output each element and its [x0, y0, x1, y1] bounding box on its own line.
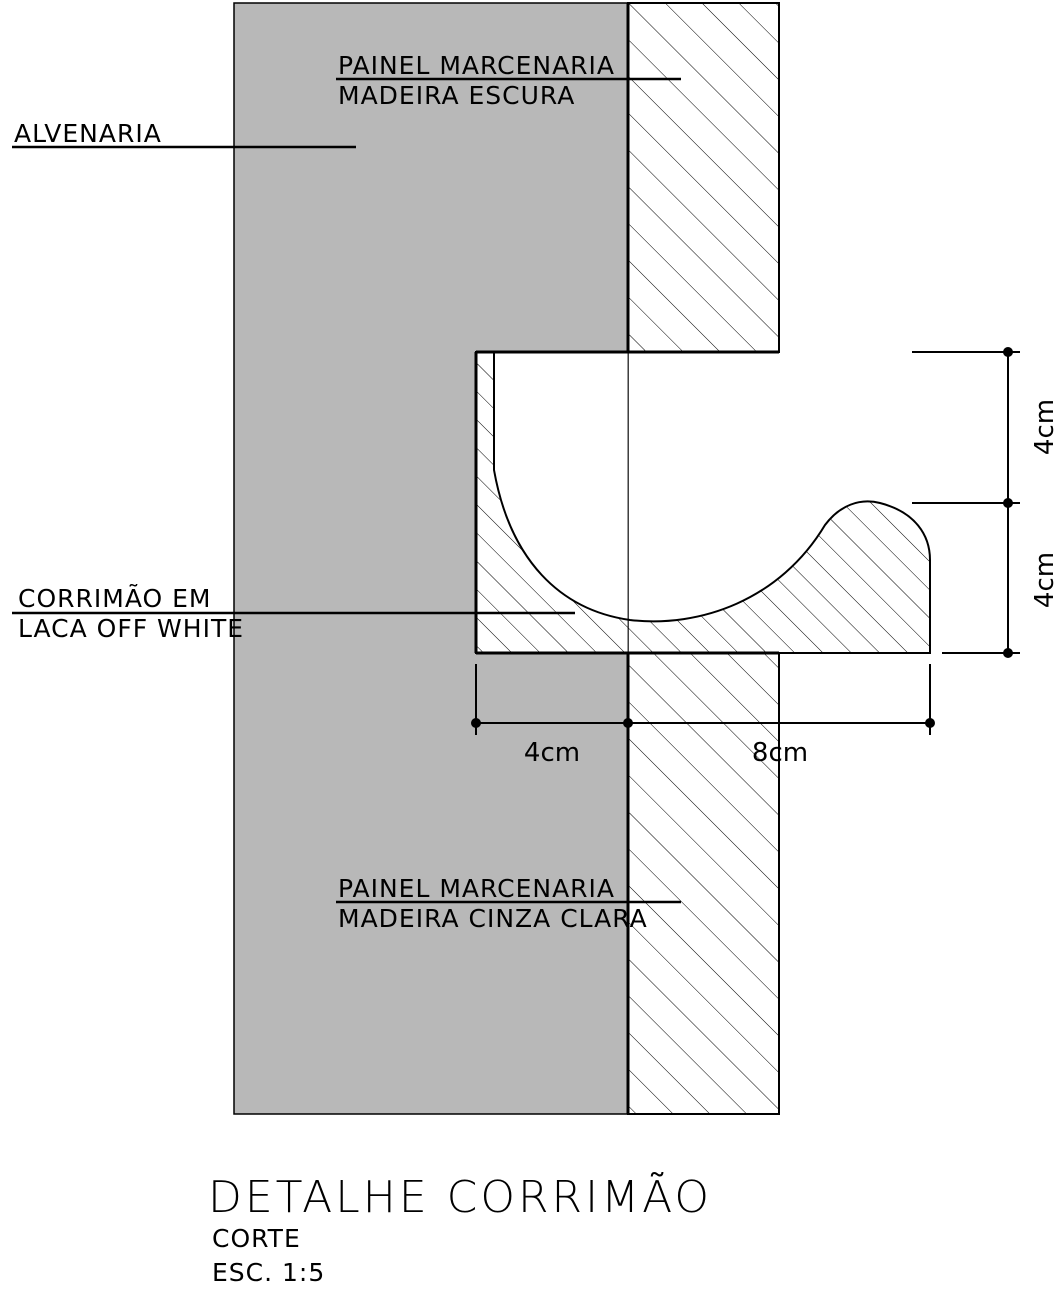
dim-tick-bottom — [1003, 648, 1013, 658]
label-corrimao-2: LACA OFF WHITE — [18, 614, 244, 643]
lower-wood-panel — [627, 652, 780, 1115]
dim-vertical-upper: 4cm — [1030, 399, 1055, 455]
dim-tick-top — [1003, 347, 1013, 357]
dim-horizontal-left: 4cm — [524, 738, 580, 768]
label-painel-top-1: PAINEL MARCENARIA — [338, 51, 615, 80]
dim-tick-left — [471, 718, 481, 728]
dim-tick-mid — [1003, 498, 1013, 508]
drawing-scale: ESC. 1:5 — [212, 1258, 325, 1287]
drawing-subtitle: CORTE — [212, 1224, 301, 1253]
dim-vertical-lower: 4cm — [1030, 552, 1055, 608]
handrail-profile — [475, 351, 931, 654]
label-painel-bottom-1: PAINEL MARCENARIA — [338, 874, 615, 903]
drawing-title: DETALHE CORRIMÃO — [208, 1171, 712, 1223]
label-painel-top-2: MADEIRA ESCURA — [338, 81, 575, 110]
dim-tick-right — [925, 718, 935, 728]
label-corrimao-1: CORRIMÃO EM — [18, 583, 211, 613]
upper-wood-panel — [627, 2, 780, 353]
dim-horizontal-right: 8cm — [752, 738, 808, 768]
label-painel-bottom-2: MADEIRA CINZA CLARA — [338, 904, 648, 933]
label-alvenaria: ALVENARIA — [14, 119, 162, 148]
dim-tick-center — [623, 718, 633, 728]
